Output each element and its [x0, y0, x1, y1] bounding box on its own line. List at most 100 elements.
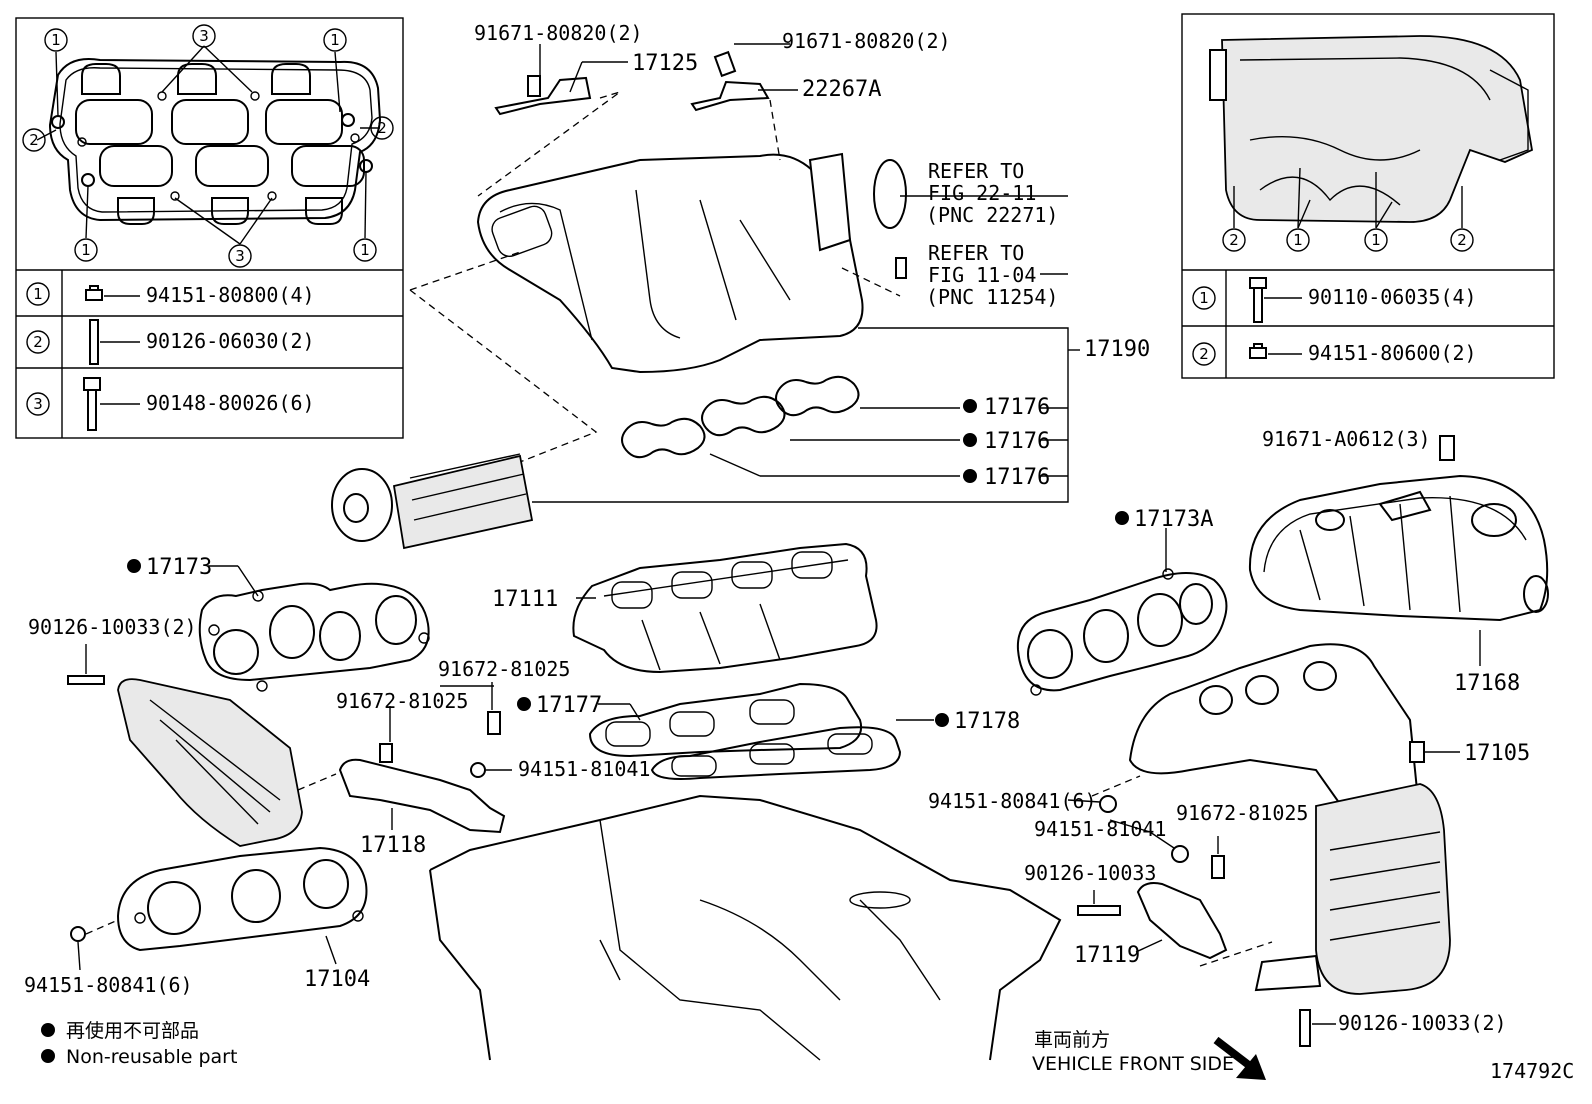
- bolt-icon: [487, 711, 501, 735]
- bracket-17125: [494, 76, 592, 116]
- exhaust-manifold-17104: [67, 675, 368, 965]
- callout-1: 1: [81, 241, 91, 259]
- lower-leaders: [77, 644, 1151, 971]
- heat-insulator-17168: [1248, 435, 1549, 666]
- inset-right: 2 1 1 2 1 90110-06035(4) 2 94151-80600(2…: [1181, 13, 1555, 379]
- intake-plenum-17190: [476, 153, 864, 374]
- label-91671-A0612: 91671-A0612(3): [1262, 427, 1431, 451]
- label-17190: 17190: [1084, 337, 1150, 362]
- label-91671-80820-left: 91671-80820(2): [474, 21, 643, 45]
- intake-gasket-drawing: [48, 58, 382, 225]
- label-22267A: 22267A: [802, 77, 881, 102]
- bolt-icon: [713, 50, 737, 78]
- nut-icon: [85, 285, 103, 301]
- engine-block-outline: [429, 794, 1062, 1061]
- callout-3: 3: [199, 27, 209, 45]
- bolt-icon: [379, 743, 393, 763]
- legend-en: Non-reusable part: [66, 1046, 237, 1068]
- non-reusable-dot: [963, 433, 977, 447]
- inset-left-callouts: 1 1 3 2 2 3 1 1: [22, 24, 394, 268]
- plenum-underside-drawing: [1209, 35, 1534, 223]
- label-91672-81025-right: 91672-81025: [1176, 801, 1308, 825]
- arrow-icon: [1213, 1036, 1253, 1070]
- non-reusable-dot: [963, 469, 977, 483]
- exhaust-gasket-17173: [198, 565, 430, 692]
- callout-1: 1: [1293, 231, 1303, 249]
- center-leaders: [539, 43, 1068, 477]
- label-91671-80820-right: 91671-80820(2): [782, 29, 951, 53]
- callout-1: 1: [360, 241, 370, 259]
- part-number: 90126-06030(2): [146, 329, 315, 353]
- intake-manifold-17111: [572, 542, 878, 674]
- stud-bolt-icon: [67, 675, 105, 685]
- stud-bolt-icon: [89, 319, 99, 365]
- bracket-17119: [1067, 795, 1336, 1047]
- label-17173: 17173: [146, 555, 212, 580]
- bolt-icon: [1439, 435, 1455, 461]
- callout-3: 3: [235, 247, 245, 265]
- nut-icon: [470, 762, 486, 778]
- label-17176: 17176: [984, 429, 1050, 454]
- non-reusable-dot: [935, 713, 949, 727]
- nut-icon: [1171, 845, 1189, 863]
- nut-icon: [1099, 795, 1117, 813]
- vacuum-fitting: [895, 257, 907, 279]
- legend-jp: 再使用不可部品: [66, 1020, 199, 1042]
- front-side-indicator: 車両前方 VEHICLE FRONT SIDE: [1032, 1029, 1266, 1080]
- callout-2: 2: [29, 131, 39, 149]
- ref-2-line-2: FIG 11-04: [928, 263, 1036, 287]
- non-reusable-dot: [1115, 511, 1129, 525]
- label-17178: 17178: [954, 709, 1020, 734]
- bolt-icon: [1211, 855, 1225, 879]
- label-17173A: 17173A: [1134, 507, 1213, 532]
- bolt-icon: [527, 75, 541, 97]
- inset-right-table: 1 90110-06035(4) 2 94151-80600(2): [1192, 277, 1477, 366]
- label-17168: 17168: [1454, 671, 1520, 696]
- label-90126-10033-bottom: 90126-10033(2): [1338, 1011, 1507, 1035]
- label-17105: 17105: [1464, 741, 1530, 766]
- callout-1: 1: [1371, 231, 1381, 249]
- inset-left: 1 1 3 2 2 3 1 1 1 94151-80800(4) 2: [15, 17, 404, 439]
- ref-2-line-1: REFER TO: [928, 241, 1024, 265]
- callout-2: 2: [377, 119, 387, 137]
- flange-bolt-icon: [83, 377, 101, 431]
- callout-1: 1: [51, 31, 61, 49]
- label-17111: 17111: [492, 587, 558, 612]
- exhaust-manifold-17105: [1091, 643, 1460, 995]
- ref-1-line-3: (PNC 22271): [926, 203, 1058, 227]
- callout-2: 2: [1457, 231, 1467, 249]
- part-number: 94151-80600(2): [1308, 341, 1477, 365]
- gasket-17177: [588, 682, 862, 758]
- non-reusable-dot: [41, 1023, 55, 1037]
- label-94151-80841-left: 94151-80841(6): [24, 973, 193, 997]
- label-17104: 17104: [304, 967, 370, 992]
- row-key: 3: [33, 395, 43, 413]
- diagram-id: 174792C: [1490, 1059, 1574, 1083]
- callout-2: 2: [1229, 231, 1239, 249]
- part-number: 90148-80026(6): [146, 391, 315, 415]
- bracket-17118: [338, 682, 512, 834]
- part-number: 90110-06035(4): [1308, 285, 1477, 309]
- ref-1-line-1: REFER TO: [928, 159, 1024, 183]
- label-17177: 17177: [536, 693, 602, 718]
- inset-right-frame: [1181, 13, 1555, 379]
- non-reusable-dot: [127, 559, 141, 573]
- nut-icon: [70, 926, 86, 942]
- row-key: 1: [33, 285, 43, 303]
- ref-2-line-3: (PNC 11254): [926, 285, 1058, 309]
- arrow-head-icon: [1236, 1054, 1266, 1080]
- label-91672-81025-left: 91672-81025: [336, 689, 468, 713]
- stud-bolt-icon: [1299, 1009, 1311, 1047]
- bracket-22267A: [690, 80, 770, 112]
- label-17176: 17176: [984, 395, 1050, 420]
- throttle-body: [331, 453, 534, 550]
- throttle-gasket: [873, 159, 907, 229]
- part-labels: 91671-80820(2) 91671-80820(2) 17125 2226…: [24, 21, 1530, 1035]
- stud-bolt-icon: [1077, 905, 1121, 916]
- exhaust-gasket-17173A: [1016, 528, 1228, 696]
- label-91672-81025-upper: 91672-81025: [438, 657, 570, 681]
- gasket-17176: [621, 417, 706, 459]
- ref-1-line-2: FIG 22-11: [928, 181, 1036, 205]
